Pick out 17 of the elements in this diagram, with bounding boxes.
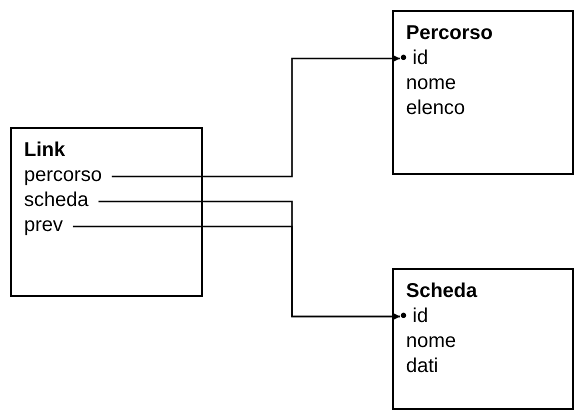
table-title: Percorso <box>406 21 493 46</box>
field-name: • id <box>400 46 428 71</box>
field-name: • id <box>400 304 428 329</box>
table-title: Scheda <box>406 279 478 304</box>
connector-arrow <box>72 226 400 320</box>
field-name: percorso <box>24 163 102 188</box>
field-name: elenco <box>406 96 465 121</box>
field-name: scheda <box>24 188 88 213</box>
table-box <box>392 10 574 175</box>
field-name: dati <box>406 354 438 379</box>
table-title: Link <box>24 138 66 163</box>
field-name: nome <box>406 329 456 354</box>
table-box <box>392 268 574 410</box>
connector-arrow <box>112 56 400 178</box>
field-name: nome <box>406 71 456 96</box>
field-name: prev <box>24 213 63 238</box>
table-box <box>10 127 203 297</box>
